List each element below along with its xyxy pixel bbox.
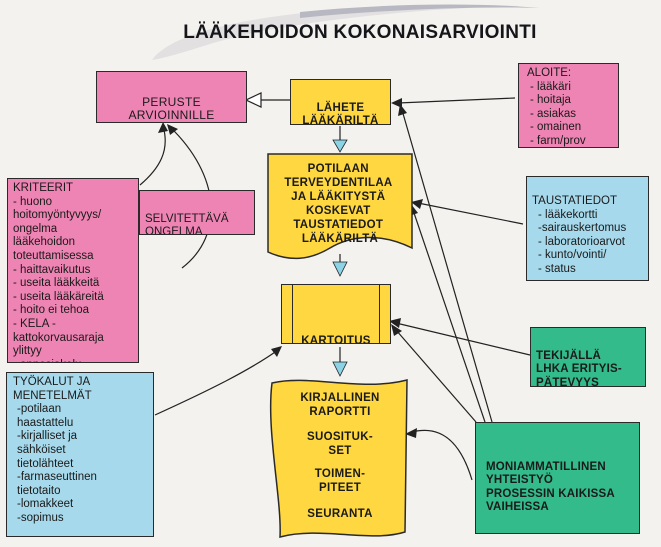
arrow-tyokalut-to-kartoitus	[154, 346, 282, 416]
node-selvitettava: SELVITETTÄVÄ ONGELMA	[139, 190, 255, 235]
raportti-document-shape	[269, 379, 408, 538]
kriteerit-list: - huono hoitomyöntyvyys/ ongelma lääkeho…	[13, 195, 104, 362]
potilaan-line: JA LÄÄKITYSTÄ	[291, 190, 385, 203]
page-title: LÄÄKEHOIDON KOKONAISARVIOINTI	[183, 22, 537, 43]
raportti-item: TOIMEN- PITEET	[314, 468, 366, 494]
moniammatillinen-label: MONIAMMATILLINEN YHTEISTYÖ PROSESSIN KAI…	[486, 460, 615, 514]
arrow-moniammatillinen-to-kartoitus	[391, 324, 477, 423]
potilaan-line: LÄÄKÄRILTÄ	[302, 232, 378, 245]
raportti-item: KIRJALLINEN RAPORTTI	[300, 392, 380, 418]
tyokalut-list: -potilaan haastattelu -kirjalliset ja sä…	[17, 403, 97, 524]
node-moniammatillinen: MONIAMMATILLINEN YHTEISTYÖ PROSESSIN KAI…	[475, 422, 640, 534]
potilaan-line: KOSKEVAT	[306, 205, 371, 217]
swoosh-decoration	[300, 4, 540, 19]
node-kartoitus: KARTOITUS JA ARVIOINTI	[281, 284, 391, 344]
selvitettava-label: SELVITETTÄVÄ ONGELMA	[145, 212, 229, 235]
node-tekijalla: TEKIJÄLLÄ LHKA ERITYIS- PÄTEVYYS	[530, 327, 646, 387]
tyokalut-header: TYÖKALUT JA MENETELMÄT	[13, 376, 92, 402]
kartoitus-label: KARTOITUS JA ARVIOINTI	[301, 334, 371, 344]
node-peruste: PERUSTE ARVIOINNILLE	[96, 71, 247, 123]
potilaan-document-shape	[267, 153, 413, 260]
potilaan-line: TERVEYDENTILAA	[284, 177, 392, 189]
taustatiedot-list: - lääkekortti -sairauskertomus - laborat…	[538, 208, 627, 275]
arrow-kartoitus-to-raportti	[332, 347, 348, 377]
arrow-kriteerit-to-peruste	[139, 122, 168, 186]
aloite-list: - lääkäri - hoitaja - asiakas - omainen …	[530, 80, 586, 147]
arrow-taustatiedot-to-potilaan	[411, 199, 524, 225]
arrow-lahete-to-potilaan	[332, 126, 348, 153]
taustatiedot-header: TAUSTATIEDOT	[532, 195, 617, 207]
raportti-item: SEURANTA	[307, 507, 373, 520]
potilaan-line: TAUSTATIEDOT	[293, 219, 383, 231]
arrow-moniammatillinen-to-lahete	[398, 104, 493, 423]
arrow-potilaan-to-kartoitus	[332, 254, 348, 277]
kartoitus-left-bar	[292, 285, 299, 343]
potilaan-line: POTILAAN	[308, 163, 369, 175]
node-lahete: LÄHETE LÄÄKÄRILTÄ	[290, 79, 391, 125]
potilaan-text: POTILAAN TERVEYDENTILAA JA LÄÄKITYSTÄ KO…	[284, 163, 395, 245]
node-kriteerit: KRITEERIT - huono hoitomyöntyvyys/ ongel…	[7, 178, 139, 363]
aloite-header: ALOITE:	[527, 67, 572, 79]
arrow-aloite-to-lahete	[391, 97, 516, 108]
node-tyokalut: TYÖKALUT JA MENETELMÄT -potilaan haastat…	[6, 372, 154, 537]
tekijalla-label: TEKIJÄLLÄ LHKA ERITYIS- PÄTEVYYS	[536, 349, 622, 387]
raportti-item: SUOSITUK- SET	[307, 431, 373, 457]
node-aloite: ALOITE: - lääkäri - hoitaja - asiakas - …	[518, 63, 619, 148]
peruste-label: PERUSTE ARVIOINNILLE	[128, 94, 215, 123]
kriteerit-header: KRITEERIT	[13, 182, 74, 194]
arrow-moniammatillinen-to-raportti	[405, 428, 473, 481]
node-taustatiedot: TAUSTATIEDOT - lääkekortti -sairauskerto…	[526, 176, 649, 281]
arrow-lahete-to-peruste	[244, 92, 290, 108]
lahete-label: LÄHETE LÄÄKÄRILTÄ	[302, 101, 379, 125]
node-raportti: KIRJALLINEN RAPORTTI SUOSITUK- SET TOIME…	[280, 392, 400, 532]
arrow-tekijalla-to-kartoitus	[389, 318, 531, 356]
kartoitus-right-bar	[373, 285, 380, 343]
swoosh-decoration	[152, 5, 520, 60]
